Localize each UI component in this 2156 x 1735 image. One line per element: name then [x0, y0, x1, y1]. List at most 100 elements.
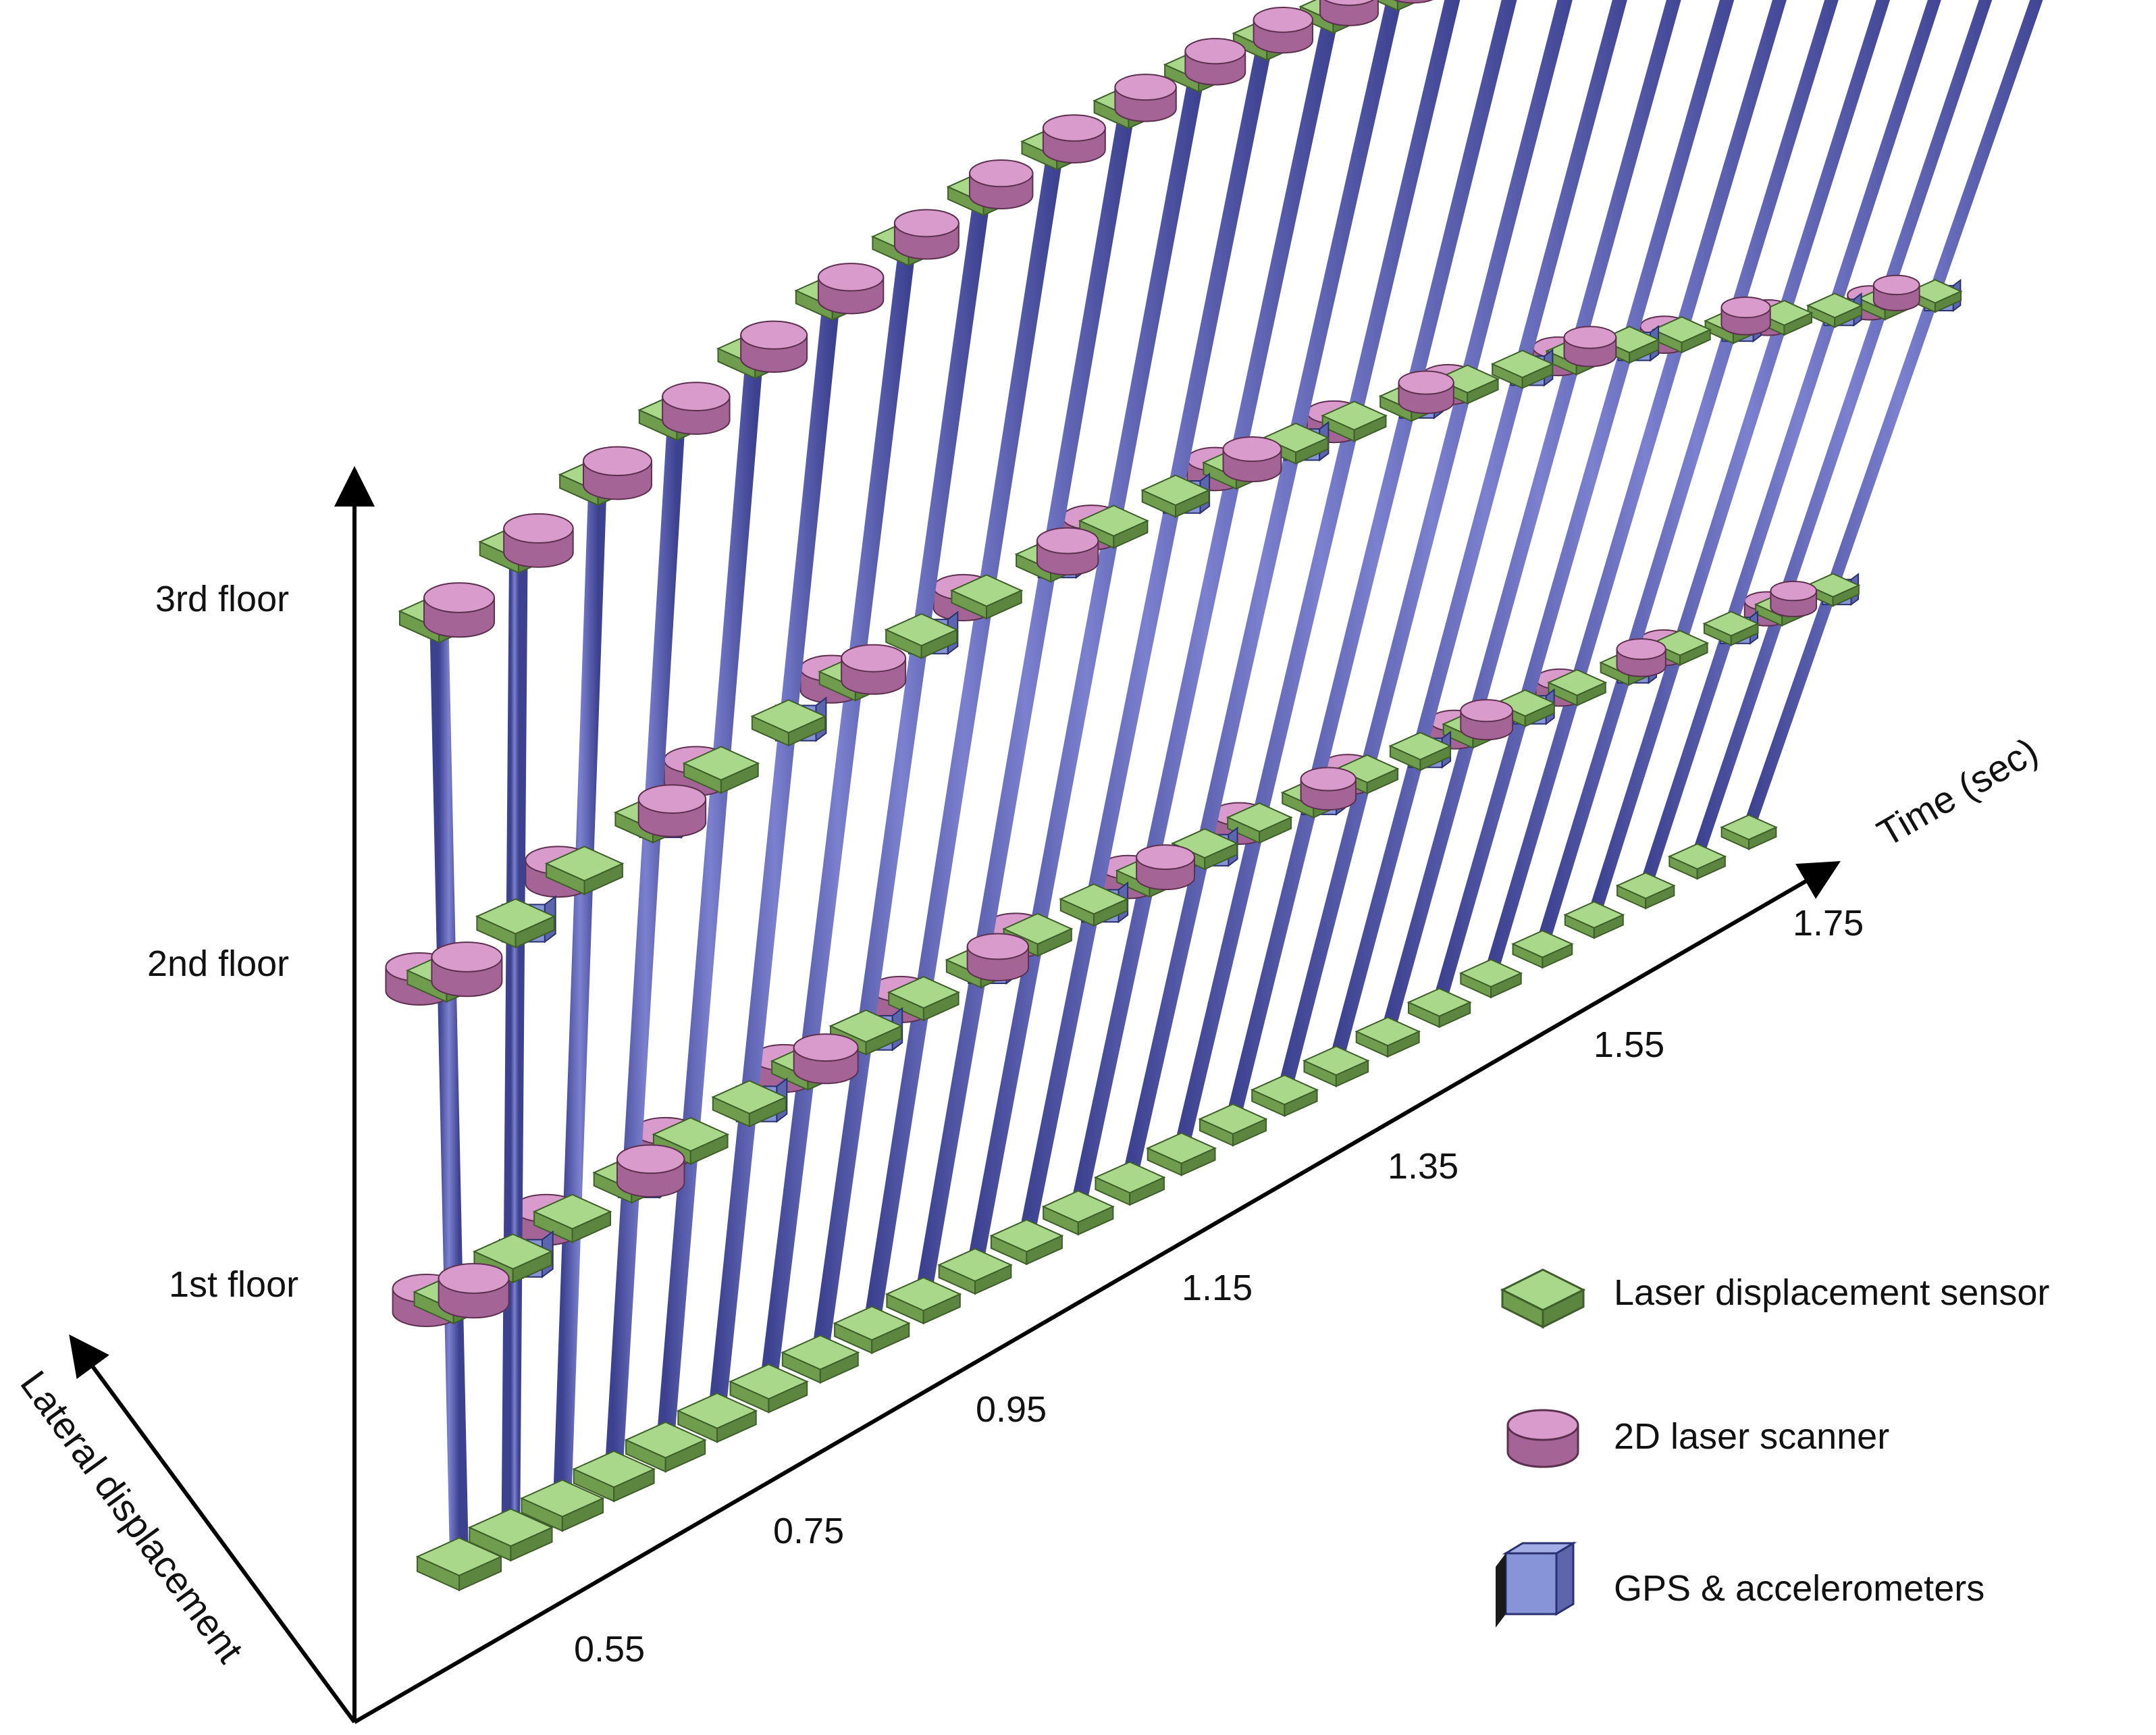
- time-tick-155: 1.55: [1594, 1025, 1664, 1065]
- floor-sensor-box: [1547, 669, 1608, 706]
- column: [553, 465, 608, 1508]
- scanner-cylinder: [841, 644, 907, 695]
- column: [915, 92, 1137, 1303]
- column: [1380, 0, 1681, 1039]
- base-sensor-box: [1720, 814, 1778, 850]
- scanner-cylinder: [1770, 580, 1818, 617]
- time-tick-115: 1.15: [1182, 1268, 1253, 1308]
- scanner-cylinder: [893, 209, 959, 260]
- base-sensor-box: [1303, 1045, 1370, 1087]
- floor-sensor-box: [544, 846, 625, 896]
- scanner-cylinder: [740, 320, 808, 373]
- floor-label-3rd: 3rd floor: [155, 579, 289, 619]
- column: [429, 602, 469, 1566]
- base-sensor-box: [1406, 987, 1472, 1029]
- base-sensor-box: [1041, 1190, 1115, 1236]
- column: [760, 228, 918, 1391]
- base-sensor-box: [415, 1537, 503, 1592]
- column: [1535, 0, 1839, 951]
- floor-label-1st: 1st floor: [169, 1264, 298, 1305]
- scanner-cylinder: [1184, 38, 1246, 86]
- floor-sensor-box: [475, 898, 556, 949]
- floor-sensor-box: [1226, 802, 1293, 844]
- floor-sensor-box: [1140, 474, 1211, 518]
- floor-sensor-box: [1059, 883, 1129, 927]
- floor-sensor-box: [1806, 292, 1864, 328]
- scanner-cylinder: [1114, 74, 1177, 122]
- scanner-cylinder: [662, 382, 731, 435]
- legend-label-2d-laser-scanner: 2D laser scanner: [1614, 1416, 1889, 1457]
- displacement-frames: [385, 0, 2043, 1592]
- scanner-cylinder: [582, 446, 652, 500]
- column: [1122, 0, 1402, 1185]
- scanner-cylinder: [1616, 638, 1666, 677]
- column: [966, 56, 1207, 1274]
- scanner-cylinder: [423, 582, 495, 638]
- base-sensor-box: [1615, 872, 1676, 910]
- column: [1018, 25, 1276, 1244]
- axes: [69, 466, 1841, 1724]
- floor-sensor-box: [949, 574, 1024, 620]
- time-tick-095: 0.95: [976, 1389, 1047, 1430]
- scanner-cylinder: [1720, 296, 1771, 336]
- base-sensor-box: [1198, 1103, 1268, 1147]
- base-sensor-box: [1355, 1016, 1421, 1058]
- scanner-cylinder: [1398, 370, 1454, 415]
- base-sensor-box: [1511, 929, 1574, 969]
- base-sensor-box: [624, 1421, 707, 1473]
- floor-sensor-box: [1702, 611, 1760, 646]
- scanner-cylinder: [1319, 0, 1379, 26]
- column: [1432, 0, 1735, 1010]
- lateral-axis: [69, 1334, 357, 1724]
- scanner-cylinder: [1460, 699, 1514, 741]
- column: [812, 178, 993, 1362]
- floor-label-2nd: 2nd floor: [147, 943, 289, 984]
- base-sensor-box: [572, 1450, 656, 1503]
- legend: Laser displacement sensor 2D laser scann…: [1496, 1268, 2049, 1628]
- scanner-cylinder: [793, 1033, 859, 1085]
- floor-sensor-box: [1490, 349, 1554, 390]
- scanner-cylinder: [817, 263, 885, 315]
- column: [1070, 0, 1342, 1215]
- column: [1277, 0, 1573, 1097]
- scanner-cylinder: [1392, 0, 1434, 4]
- floor-sensor-box: [1651, 316, 1712, 354]
- time-axis: [353, 860, 1841, 1724]
- column: [1691, 0, 1993, 863]
- scanner-cylinder: [1042, 114, 1106, 163]
- column: [1329, 0, 1627, 1068]
- pink-cylinder-icon: [1506, 1409, 1579, 1468]
- green-box-icon: [1500, 1268, 1586, 1329]
- legend-label-gps-accelerometers: GPS & accelerometers: [1614, 1568, 1984, 1609]
- column: [656, 339, 764, 1449]
- floor-sensor-box: [682, 746, 760, 794]
- floor-sensor-box: [532, 1193, 612, 1243]
- column: [604, 400, 686, 1478]
- base-sensor-box: [1146, 1132, 1217, 1176]
- column: [708, 282, 841, 1420]
- base-sensor-box: [937, 1247, 1013, 1295]
- time-axis-title: Time (sec): [1870, 729, 2045, 855]
- base-sensor-box: [781, 1335, 860, 1384]
- floor-sensor-box: [750, 699, 827, 747]
- scanner-cylinder: [431, 941, 503, 998]
- legend-item-laser-displacement-sensor: Laser displacement sensor: [1500, 1268, 2049, 1329]
- column: [863, 133, 1066, 1332]
- base-sensor-box: [989, 1219, 1064, 1266]
- legend-item-2d-laser-scanner: 2D laser scanner: [1506, 1409, 1889, 1468]
- scanner-cylinder: [1222, 436, 1282, 483]
- column: [1174, 0, 1461, 1156]
- scanner-cylinder: [438, 1263, 510, 1319]
- scanner-cylinder: [1872, 274, 1920, 311]
- scanner-cylinder: [637, 784, 707, 837]
- column: [501, 532, 528, 1537]
- base-sensor-box: [1667, 843, 1727, 880]
- scanner-cylinder: [969, 159, 1034, 209]
- time-tick-055: 0.55: [574, 1629, 645, 1669]
- scanner-cylinder: [616, 1144, 685, 1197]
- base-sensor-box: [885, 1276, 962, 1325]
- column: [1483, 0, 1787, 981]
- floor-sensor-box: [1388, 731, 1452, 771]
- legend-item-gps-accelerometers: GPS & accelerometers: [1496, 1541, 1984, 1628]
